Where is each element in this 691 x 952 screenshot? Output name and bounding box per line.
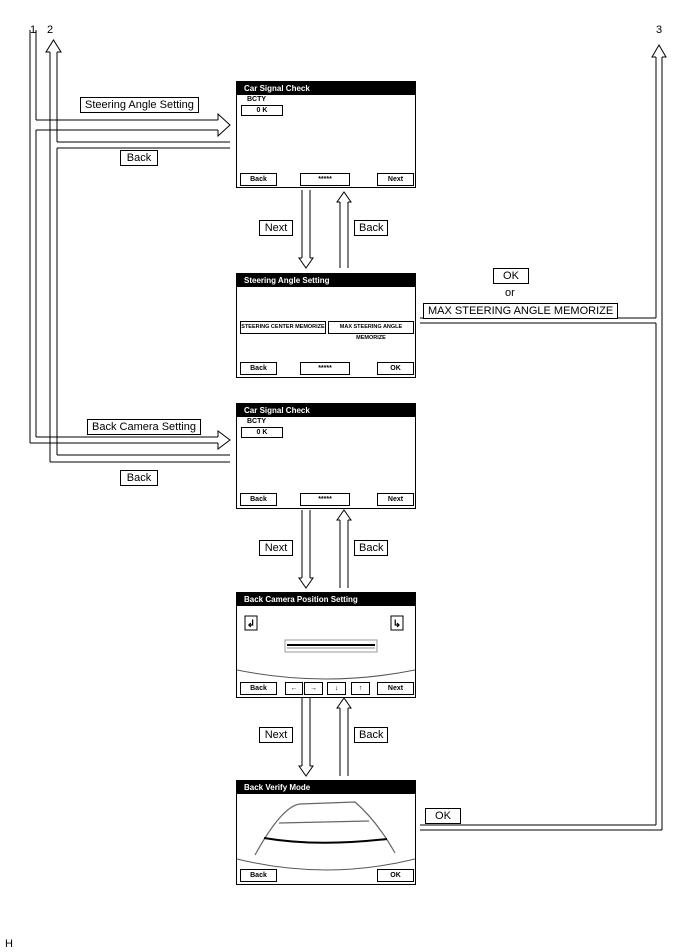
screen-title: Car Signal Check xyxy=(237,82,415,95)
bcty-label: BCTY xyxy=(247,418,267,425)
arrowhead-down xyxy=(298,257,314,269)
screen-title: Back Verify Mode xyxy=(237,781,415,794)
rotate-left-icon xyxy=(244,615,258,631)
label-max-steering-angle-memorize: MAX STEERING ANGLE MEMORIZE xyxy=(423,303,619,319)
screen-back-camera-position-setting: Back Camera Position Setting ↲ ↳ Back ← … xyxy=(236,592,416,698)
back-button[interactable]: Back xyxy=(240,869,277,882)
marker-1: 1 xyxy=(30,24,37,36)
arrowhead-up xyxy=(336,191,352,203)
arrowhead-up xyxy=(651,44,667,58)
rotate-right-icon xyxy=(390,615,404,631)
back-button[interactable]: Back xyxy=(240,493,277,506)
marker-2: 2 xyxy=(47,24,54,36)
arrowhead-up xyxy=(336,697,352,709)
back-button[interactable]: Back xyxy=(240,362,277,375)
screen-car-signal-check-2: Car Signal Check BCTY 0 K Back ***** Nex… xyxy=(236,403,416,509)
arrowhead-up xyxy=(45,39,62,53)
steering-center-memorize-button[interactable]: STEERING CENTER MEMORIZE xyxy=(240,321,326,334)
stars-button[interactable]: ***** xyxy=(300,493,350,506)
down-arrow-button[interactable]: ↓ xyxy=(327,682,346,695)
label-next: Next xyxy=(259,220,293,236)
arrowhead-down xyxy=(298,765,314,777)
label-or: or xyxy=(505,287,515,299)
bcty-label: BCTY xyxy=(247,96,267,103)
next-button[interactable]: Next xyxy=(377,682,414,695)
screen-title: Steering Angle Setting xyxy=(237,274,415,287)
screen-back-verify-mode: Back Verify Mode Back OK xyxy=(236,780,416,885)
label-back: Back xyxy=(354,727,388,743)
arrowhead-right xyxy=(217,112,231,138)
label-next: Next xyxy=(259,727,293,743)
max-steering-angle-memorize-button[interactable]: MAX STEERING ANGLE MEMORIZE xyxy=(328,321,414,341)
arrowhead-up xyxy=(336,509,352,521)
next-button[interactable]: Next xyxy=(377,173,414,186)
label-back-camera-setting: Back Camera Setting xyxy=(87,419,201,435)
back-button[interactable]: Back xyxy=(240,173,277,186)
back-button[interactable]: Back xyxy=(240,682,277,695)
screen-car-signal-check-1: Car Signal Check BCTY 0 K Back ***** Nex… xyxy=(236,81,416,188)
screen-steering-angle-setting: Steering Angle Setting STEERING CENTER M… xyxy=(236,273,416,378)
label-next: Next xyxy=(259,540,293,556)
parking-guide-lines xyxy=(237,801,415,871)
bcty-status: 0 K xyxy=(241,105,283,116)
up-arrow-button[interactable]: ↑ xyxy=(351,682,370,695)
screen-title: Car Signal Check xyxy=(237,404,415,417)
label-back: Back xyxy=(354,220,388,236)
right-arrow-button[interactable]: → xyxy=(304,682,323,695)
ok-button[interactable]: OK xyxy=(377,362,414,375)
label-back: Back xyxy=(120,470,158,486)
label-back: Back xyxy=(354,540,388,556)
label-ok: OK xyxy=(425,808,461,824)
bcty-status: 0 K xyxy=(241,427,283,438)
stars-button[interactable]: ***** xyxy=(300,362,350,375)
arrowhead-down xyxy=(298,577,314,589)
stars-button[interactable]: ***** xyxy=(300,173,350,186)
label-ok: OK xyxy=(493,268,529,284)
camera-position-graphic: ↲ ↳ xyxy=(237,615,415,680)
label-back: Back xyxy=(120,150,158,166)
next-button[interactable]: Next xyxy=(377,493,414,506)
left-arrow-button[interactable]: ← xyxy=(285,682,303,695)
arrowhead-right xyxy=(217,430,231,450)
figure-code: H xyxy=(5,938,13,950)
ok-button[interactable]: OK xyxy=(377,869,414,882)
svg-text:↳: ↳ xyxy=(393,619,401,630)
label-steering-angle-setting: Steering Angle Setting xyxy=(80,97,199,113)
svg-text:↲: ↲ xyxy=(247,619,255,630)
screen-title: Back Camera Position Setting xyxy=(237,593,415,606)
marker-3: 3 xyxy=(656,24,663,36)
